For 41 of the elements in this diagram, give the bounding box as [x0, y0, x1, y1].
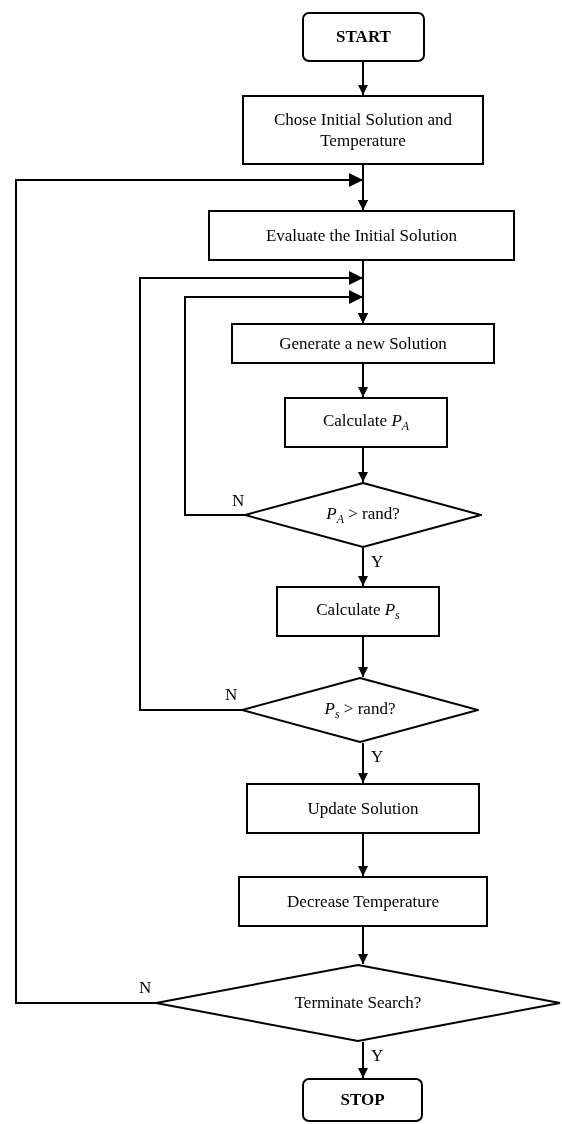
terminal-label: START [335, 26, 392, 48]
process-label: Decrease Temperature [286, 890, 440, 913]
arrow [358, 1041, 368, 1079]
decision-diamond [244, 482, 482, 548]
loop-arrow [15, 173, 368, 1004]
process-box [276, 586, 440, 637]
decision-label: P$_{A}$ > rand? [325, 502, 401, 528]
decision-diamond [155, 964, 561, 1042]
decision-label: Terminate Search? [293, 992, 423, 1014]
process-label: Calculate P$_{s}$ [315, 599, 401, 624]
process-box [246, 783, 480, 834]
arrow [358, 61, 368, 96]
decision-label: P$_{s}$ > rand? [323, 697, 397, 723]
arrow [358, 636, 368, 678]
decision-diamond [241, 677, 479, 743]
arrow [358, 447, 368, 483]
edge-label: Y [370, 553, 385, 570]
arrow [358, 742, 368, 784]
process-label: Generate a new Solution [278, 332, 448, 355]
terminal-box [302, 12, 425, 62]
process-label: Chose Initial Solution and Temperature [273, 108, 453, 152]
arrow [358, 833, 368, 877]
process-box [231, 323, 495, 364]
process-box [238, 876, 488, 927]
process-label: Evaluate the Initial Solution [264, 224, 459, 247]
process-box [208, 210, 515, 261]
terminal-label: STOP [339, 1089, 386, 1111]
process-label: Update Solution [306, 797, 420, 820]
edge-label: N [224, 686, 239, 703]
edge-label: N [231, 492, 246, 509]
edge-label: Y [370, 1047, 385, 1064]
process-box [284, 397, 448, 448]
loop-arrow [139, 271, 368, 711]
terminal-box [302, 1078, 423, 1122]
process-box [242, 95, 484, 165]
arrow [358, 547, 368, 587]
edge-label: Y [370, 748, 385, 765]
edge-label: N [138, 979, 153, 996]
process-label: Calculate P$_{A}$ [321, 410, 411, 435]
arrow [358, 926, 368, 965]
arrow [358, 363, 368, 398]
